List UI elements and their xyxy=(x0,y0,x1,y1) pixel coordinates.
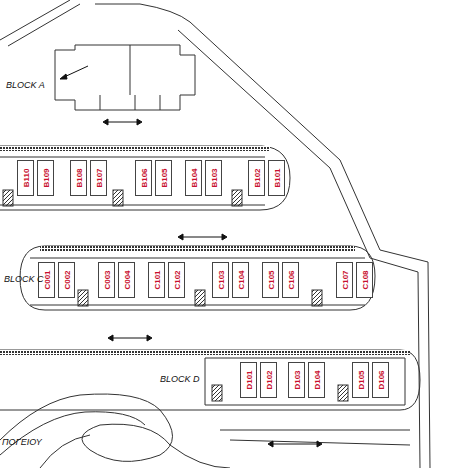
parking-space: D103 xyxy=(288,362,305,398)
parking-space: D105 xyxy=(352,362,369,398)
block-label: BLOCK D xyxy=(160,374,200,384)
parking-space: C103 xyxy=(212,262,229,298)
parking-space: C102 xyxy=(168,262,185,298)
parking-space: B110 xyxy=(17,160,34,196)
block-label: ΠΟΓΕΙΟΥ xyxy=(2,437,42,447)
parking-space: B103 xyxy=(205,160,222,196)
space-number: B106 xyxy=(139,168,148,187)
space-number: B103 xyxy=(209,168,218,187)
space-number: C103 xyxy=(216,270,225,289)
space-number: C002 xyxy=(62,270,71,289)
parking-space: B109 xyxy=(37,160,54,196)
parking-space: B102 xyxy=(248,160,265,196)
parking-space: B108 xyxy=(70,160,87,196)
space-number: C101 xyxy=(152,270,161,289)
parking-space: C108 xyxy=(356,262,373,298)
parking-space: C105 xyxy=(262,262,279,298)
space-number: D101 xyxy=(244,370,253,389)
space-number: C108 xyxy=(360,270,369,289)
parking-space: C101 xyxy=(148,262,165,298)
space-number: B101 xyxy=(272,168,281,187)
space-number: D105 xyxy=(356,370,365,389)
space-number: C102 xyxy=(172,270,181,289)
space-number: C107 xyxy=(340,270,349,289)
parking-space: C004 xyxy=(118,262,135,298)
block-label: BLOCK A xyxy=(6,80,45,90)
parking-space: B107 xyxy=(90,160,107,196)
space-number: C004 xyxy=(122,270,131,289)
parking-space: C002 xyxy=(58,262,75,298)
space-number: B107 xyxy=(94,168,103,187)
parking-space: D102 xyxy=(260,362,277,398)
space-number: C003 xyxy=(102,270,111,289)
space-number: D102 xyxy=(264,370,273,389)
space-number: C105 xyxy=(266,270,275,289)
parking-space: B101 xyxy=(268,160,285,196)
parking-space: B104 xyxy=(185,160,202,196)
parking-space: D101 xyxy=(240,362,257,398)
parking-space: B106 xyxy=(135,160,152,196)
block-label: BLOCK C xyxy=(4,274,44,284)
space-number: C104 xyxy=(236,270,245,289)
parking-space: D104 xyxy=(308,362,325,398)
space-number: D106 xyxy=(376,370,385,389)
parking-space: C104 xyxy=(232,262,249,298)
parking-space: B105 xyxy=(155,160,172,196)
space-number: B104 xyxy=(189,168,198,187)
space-number: D104 xyxy=(312,370,321,389)
parking-space: C003 xyxy=(98,262,115,298)
parking-space: C106 xyxy=(282,262,299,298)
space-number: D103 xyxy=(292,370,301,389)
space-number: B109 xyxy=(41,168,50,187)
space-number: B105 xyxy=(159,168,168,187)
parking-space: C107 xyxy=(336,262,353,298)
space-number: B110 xyxy=(21,169,30,188)
space-number: B108 xyxy=(74,168,83,187)
parking-space: D106 xyxy=(372,362,389,398)
space-number: B102 xyxy=(252,168,261,187)
space-number: C106 xyxy=(286,270,295,289)
